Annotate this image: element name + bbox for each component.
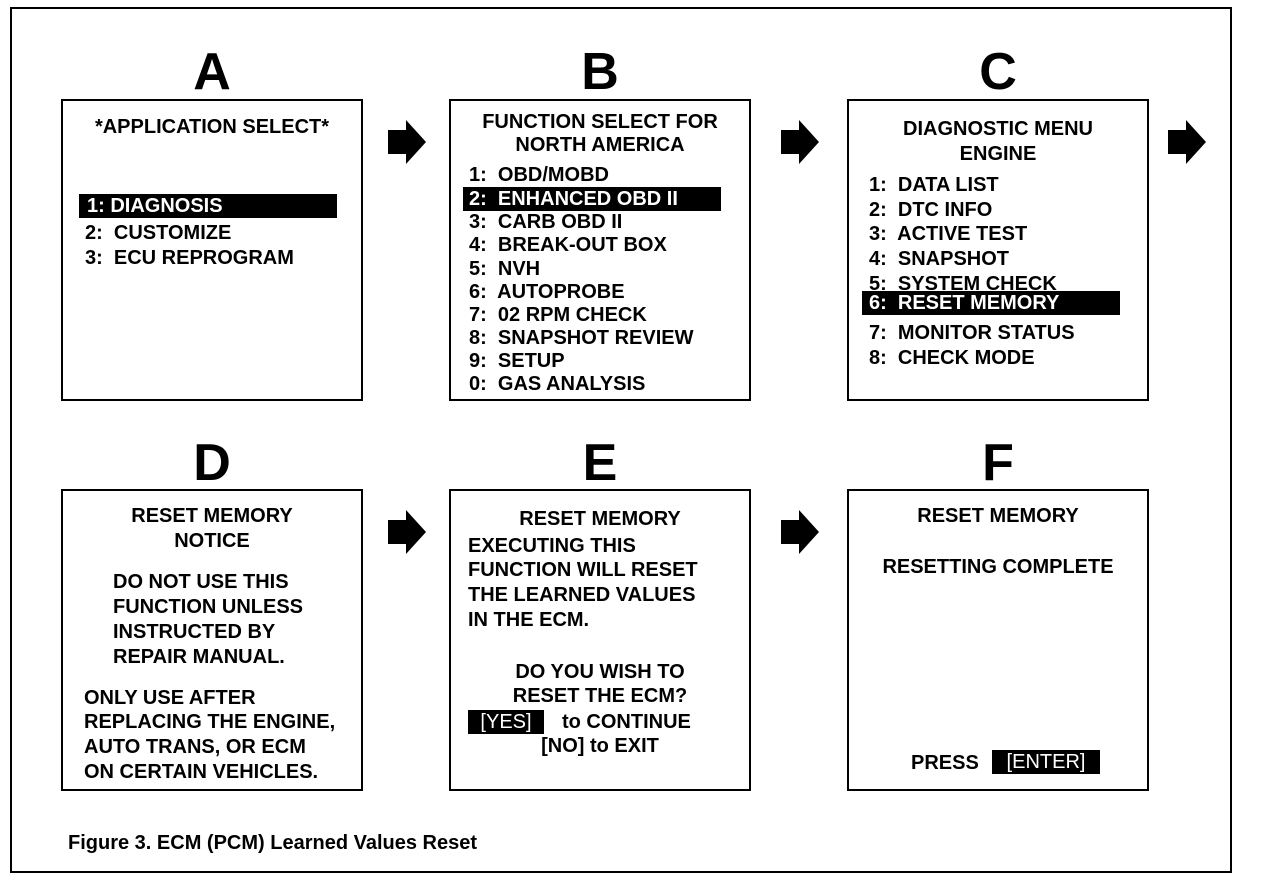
screen-title-line-2: NOTICE <box>174 530 250 552</box>
figure-caption: Figure 3. ECM (PCM) Learned Values Reset <box>68 832 477 854</box>
screen-title: RESET MEMORY <box>519 508 681 530</box>
screen-title: *APPLICATION SELECT* <box>94 116 330 138</box>
menu-item: 3: CARB OBD II <box>469 211 623 233</box>
note-line: AUTO TRANS, OR ECM <box>84 736 306 758</box>
menu-item: 4: SNAPSHOT <box>869 248 1010 270</box>
menu-item: 8: CHECK MODE <box>869 347 1035 369</box>
panel-letter-e: E <box>582 434 618 492</box>
menu-item: 5: SYSTEM CHECK <box>869 273 1057 295</box>
warning-line: DO NOT USE THIS <box>113 571 289 593</box>
screen-title: RESET MEMORY <box>917 505 1079 527</box>
panel-letter-f: F <box>982 434 1014 492</box>
question-line: RESET THE ECM? <box>512 685 688 707</box>
screen-c-diagnostic-menu: DIAGNOSTIC MENU ENGINE 1: DATA LIST 2: D… <box>847 99 1149 401</box>
no-instruction: [NO] to EXIT <box>541 735 659 757</box>
panel-letter-d: D <box>193 434 231 492</box>
menu-item-ecu-reprogram: 3: ECU REPROGRAM <box>85 247 294 269</box>
menu-item: 4: BREAK-OUT BOX <box>469 234 667 256</box>
menu-item: 1: DATA LIST <box>869 174 999 196</box>
screen-title-line-1: FUNCTION SELECT FOR <box>482 111 718 133</box>
note-line: REPLACING THE ENGINE, <box>84 711 336 733</box>
warning-line: FUNCTION UNLESS <box>113 596 303 618</box>
body-line: IN THE ECM. <box>468 609 590 631</box>
menu-item-reset-memory: 6: RESET MEMORY <box>862 291 1120 315</box>
yes-instruction: to CONTINUE <box>562 711 691 733</box>
press-label: PRESS <box>911 752 979 774</box>
menu-item: 3: ACTIVE TEST <box>869 223 1028 245</box>
menu-item: 9: SETUP <box>469 350 565 372</box>
yes-key: [YES] <box>468 710 544 734</box>
screen-title-line-2: ENGINE <box>959 143 1037 165</box>
menu-item: 7: MONITOR STATUS <box>869 322 1075 344</box>
question-line: DO YOU WISH TO <box>515 661 685 683</box>
screen-title-line-2: NORTH AMERICA <box>515 134 685 156</box>
note-line: ONLY USE AFTER <box>84 687 256 709</box>
menu-item: 1: OBD/MOBD <box>469 164 609 186</box>
right-arrow-icon <box>781 120 819 164</box>
screen-title-line-1: RESET MEMORY <box>131 505 293 527</box>
screen-e-reset-confirm: RESET MEMORY EXECUTING THIS FUNCTION WIL… <box>449 489 751 791</box>
right-arrow-icon <box>388 510 426 554</box>
screen-b-function-select: FUNCTION SELECT FOR NORTH AMERICA 1: OBD… <box>449 99 751 401</box>
right-arrow-icon <box>1168 120 1206 164</box>
status-text: RESETTING COMPLETE <box>882 556 1114 578</box>
menu-item: 6: AUTOPROBE <box>469 281 625 303</box>
menu-item: 8: SNAPSHOT REVIEW <box>469 327 694 349</box>
screen-f-reset-complete: RESET MEMORY RESETTING COMPLETE PRESS [E… <box>847 489 1149 791</box>
menu-item: 7: 02 RPM CHECK <box>469 304 647 326</box>
menu-item: 5: NVH <box>469 258 541 280</box>
figure-frame <box>10 7 1232 873</box>
screen-title-line-1: DIAGNOSTIC MENU <box>903 118 1093 140</box>
menu-item-customize: 2: CUSTOMIZE <box>85 222 232 244</box>
body-line: EXECUTING THIS <box>468 535 636 557</box>
screen-a-application-select: *APPLICATION SELECT* 1: DIAGNOSIS 2: CUS… <box>61 99 363 401</box>
menu-item: 2: DTC INFO <box>869 199 993 221</box>
menu-item: 0: GAS ANALYSIS <box>469 373 646 395</box>
right-arrow-icon <box>781 510 819 554</box>
enter-key: [ENTER] <box>992 750 1100 774</box>
menu-item-enhanced-obd-ii: 2: ENHANCED OBD II <box>463 187 721 211</box>
note-line: ON CERTAIN VEHICLES. <box>84 761 319 783</box>
warning-line: REPAIR MANUAL. <box>113 646 285 668</box>
panel-letter-a: A <box>193 43 231 101</box>
right-arrow-icon <box>388 120 426 164</box>
panel-letter-c: C <box>979 43 1017 101</box>
panel-letter-b: B <box>581 43 619 101</box>
body-line: THE LEARNED VALUES <box>468 584 696 606</box>
body-line: FUNCTION WILL RESET <box>468 559 698 581</box>
menu-item-diagnosis: 1: DIAGNOSIS <box>79 194 337 218</box>
warning-line: INSTRUCTED BY <box>113 621 276 643</box>
screen-d-reset-notice: RESET MEMORY NOTICE DO NOT USE THIS FUNC… <box>61 489 363 791</box>
